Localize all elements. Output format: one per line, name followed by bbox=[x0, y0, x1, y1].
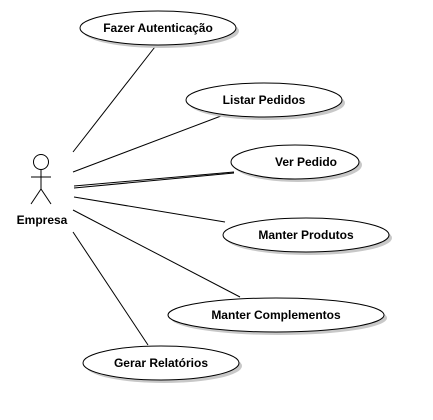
use-case-fazer-autenticacao: Fazer Autenticação bbox=[79, 10, 239, 48]
use-case-ellipse bbox=[82, 345, 240, 381]
actor-left-leg bbox=[30, 188, 42, 205]
associations bbox=[72, 42, 241, 346]
association-ver-pedido bbox=[73, 171, 235, 187]
use-case-manter-produtos: Manter Produtos bbox=[222, 217, 392, 255]
actor-name: Empresa bbox=[17, 213, 68, 227]
use-case-listar-pedidos: Listar Pedidos bbox=[185, 82, 345, 120]
actor-empresa: Empresa bbox=[17, 154, 68, 227]
use-case-label: Manter Complementos bbox=[211, 308, 341, 322]
association-manter-complementos bbox=[72, 209, 241, 298]
use-case-ellipse bbox=[79, 10, 237, 46]
association-ver-pedido-double bbox=[73, 172, 235, 189]
use-case-ellipse bbox=[167, 297, 385, 333]
use-case-ellipse bbox=[222, 217, 390, 253]
actor-right-leg bbox=[40, 188, 52, 205]
use-case-ellipse bbox=[230, 144, 360, 180]
association-listar-pedidos bbox=[72, 115, 222, 173]
use-case-label: Listar Pedidos bbox=[223, 93, 306, 107]
use-case-label: Fazer Autenticação bbox=[103, 21, 213, 35]
actor-head bbox=[33, 154, 49, 170]
association-gerar-relatorios bbox=[72, 231, 149, 346]
use-case-gerar-relatorios: Gerar Relatórios bbox=[82, 345, 242, 383]
use-case-label: Manter Produtos bbox=[258, 228, 354, 242]
use-case-manter-complementos: Manter Complementos bbox=[167, 297, 387, 335]
use-case-label: Gerar Relatórios bbox=[114, 356, 208, 370]
association-fazer-autenticacao bbox=[72, 42, 159, 153]
use-case-ellipse bbox=[185, 82, 343, 118]
association-manter-produtos bbox=[73, 196, 226, 223]
use-case-label: Ver Pedido bbox=[275, 155, 337, 169]
use-case-ver-pedido: Ver Pedido bbox=[230, 144, 362, 182]
